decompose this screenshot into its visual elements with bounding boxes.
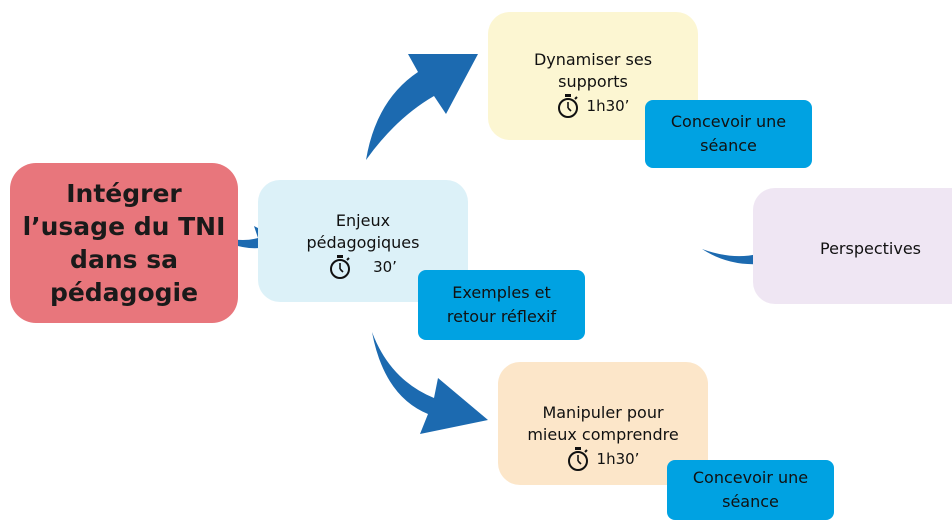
main-topic-line-4: pédagogie	[49, 278, 199, 307]
stopwatch-icon	[567, 447, 588, 471]
dynamiser-duration: 1h30’	[586, 97, 630, 115]
perspectives-box: Perspectives	[753, 188, 952, 304]
enjeux-line-1: Enjeux	[335, 211, 391, 230]
concevoir-top-line-2: séance	[700, 136, 757, 155]
manipuler-duration: 1h30’	[596, 450, 640, 468]
manipuler-line-2: mieux comprendre	[527, 425, 679, 444]
manipuler-line-1: Manipuler pour	[542, 403, 664, 422]
concevoir-top-line-1: Concevoir une	[670, 112, 787, 131]
enjeux-duration: 30’	[373, 258, 397, 276]
dynamiser-line-1: Dynamiser ses	[533, 50, 653, 69]
main-topic-box: Intégrer l’usage du TNI dans sa pédagogi…	[10, 163, 238, 323]
concevoir-seance-tag-top: Concevoir une séance	[645, 100, 812, 168]
exemples-line-2: retour réflexif	[446, 307, 557, 326]
arrow-to-dynamiser	[366, 54, 478, 160]
enjeux-line-2: pédagogiques	[306, 233, 420, 252]
dynamiser-line-2: supports	[558, 72, 628, 91]
stopwatch-icon	[330, 255, 351, 279]
stopwatch-icon	[557, 94, 578, 118]
dynamiser-duration-row: 1h30’	[557, 93, 630, 119]
perspectives-label: Perspectives	[820, 239, 921, 258]
main-topic-line-1: Intégrer	[66, 179, 182, 208]
concevoir-seance-tag-bottom: Concevoir une séance	[667, 460, 834, 520]
main-topic-line-3: dans sa	[70, 245, 178, 274]
exemples-line-1: Exemples et	[452, 283, 551, 302]
main-topic-line-2: l’usage du TNI	[22, 212, 226, 241]
concevoir-bottom-line-1: Concevoir une	[692, 468, 809, 487]
exemples-retour-tag: Exemples et retour réflexif	[418, 270, 585, 340]
manipuler-duration-row: 1h30’	[567, 446, 640, 472]
concevoir-bottom-line-2: séance	[722, 492, 779, 511]
enjeux-duration-row: 30’	[329, 254, 397, 280]
arrow-to-manipuler	[372, 332, 488, 434]
